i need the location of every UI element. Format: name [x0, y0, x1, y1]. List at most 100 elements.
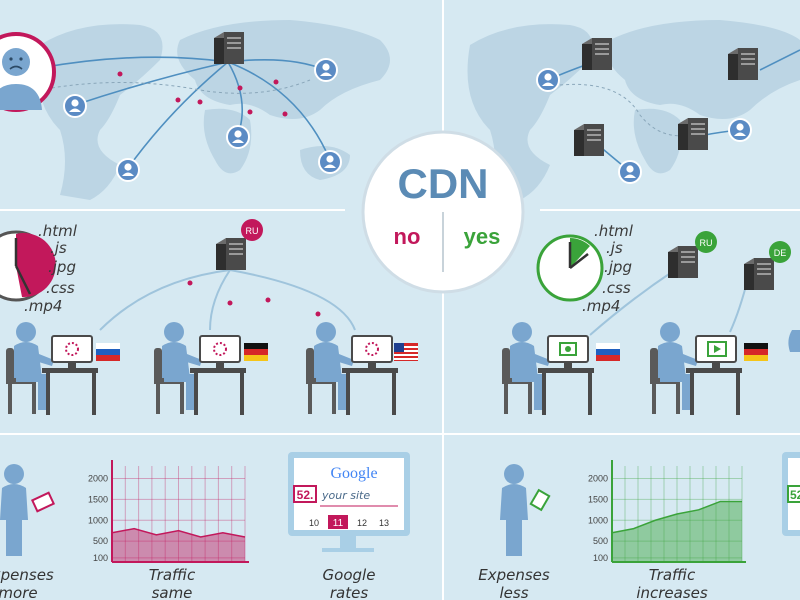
caption: less	[499, 584, 528, 600]
germany-flag-icon	[744, 343, 768, 361]
file-type: .html	[38, 222, 78, 240]
partial-person	[788, 330, 800, 352]
server-badge-label: RU	[246, 226, 259, 236]
server-icon	[582, 38, 612, 70]
server-icon	[668, 246, 698, 278]
y-tick-label: 1500	[588, 494, 608, 504]
file-type-list: .html .js .jpg .css .mp4	[582, 222, 634, 315]
caption: Expenses	[478, 566, 550, 584]
traffic-area	[112, 528, 245, 562]
page-number: 10	[309, 518, 319, 528]
user-icon	[728, 118, 752, 142]
cdn-no-label: no	[394, 224, 421, 249]
caption: more	[0, 584, 38, 600]
user-icon	[536, 68, 560, 92]
russia-flag-icon	[596, 343, 620, 361]
google-logo: Google	[330, 465, 377, 482]
file-type: .mp4	[24, 297, 62, 315]
file-type: .css	[46, 279, 75, 297]
search-rank: 52.	[790, 488, 800, 502]
file-type: .js	[606, 239, 623, 257]
server-badge	[769, 241, 791, 263]
y-tick-label: 100	[93, 553, 108, 563]
y-tick-label: 500	[593, 536, 608, 546]
user-icon	[63, 94, 87, 118]
media-icon	[559, 342, 577, 356]
clock-icon	[0, 230, 56, 302]
bottom-right-panel: Expenses less 100 500 1000 1500 2000 Traffic…	[478, 452, 800, 600]
top-right-map	[467, 20, 800, 200]
user-icon	[618, 160, 642, 184]
file-type: .html	[594, 222, 634, 240]
caption: same	[152, 584, 193, 600]
caption: Google	[323, 566, 376, 584]
user-icon	[116, 158, 140, 182]
y-tick-label: 2000	[88, 474, 108, 484]
y-tick-label: 1500	[88, 494, 108, 504]
file-type: .jpg	[48, 258, 76, 276]
y-tick-label: 500	[93, 536, 108, 546]
germany-flag-icon	[244, 343, 268, 361]
loading-spinner-icon	[365, 342, 379, 356]
server-icon	[678, 118, 708, 150]
middle-left-delivery: .html .js .jpg .css .mp4 RU	[0, 219, 418, 416]
y-tick-label: 2000	[588, 474, 608, 484]
traffic-chart-no-cdn: 100 500 1000 1500 2000	[88, 460, 249, 563]
y-tick-label: 1000	[88, 515, 108, 525]
sad-user-avatar	[0, 32, 56, 112]
bottom-left-panel: Expenses more 100 500 1000 1500 2000 Traffic…	[0, 452, 410, 600]
traffic-line	[611, 500, 742, 534]
search-rank: 52.	[297, 488, 314, 502]
expenses-person-icon	[0, 464, 56, 556]
top-left-map	[0, 20, 390, 200]
page-number: 12	[357, 518, 367, 528]
file-type: .mp4	[582, 297, 620, 315]
cdn-title: CDN	[398, 160, 489, 207]
loading-spinner-icon	[65, 342, 79, 356]
loading-spinner-icon	[213, 342, 227, 356]
server-icon	[728, 48, 758, 80]
y-tick-label: 100	[593, 553, 608, 563]
server-icon	[216, 238, 246, 270]
caption: increases	[636, 584, 708, 600]
video-play-icon	[707, 341, 727, 357]
middle-right-delivery: .html .js .jpg .css .mp4 RU DE	[501, 222, 800, 416]
google-card-partial: 52.	[782, 452, 800, 536]
server-icon	[744, 258, 774, 290]
google-card: Google 52. your site 10 11 12 13	[288, 452, 410, 552]
page-number-selected: 11	[333, 518, 344, 529]
traffic-line	[111, 527, 246, 538]
server-icon	[214, 32, 244, 64]
server-badge-label: RU	[700, 238, 713, 248]
cdn-badge: CDN no yes	[361, 130, 525, 294]
file-type: .jpg	[604, 258, 632, 276]
y-tick-label: 1000	[588, 515, 608, 525]
usa-flag-icon	[394, 343, 418, 361]
file-type: .css	[602, 279, 631, 297]
traffic-chart-with-cdn: 100 500 1000 1500 2000	[588, 460, 746, 563]
russia-flag-icon	[96, 343, 120, 361]
caption: rates	[330, 584, 368, 600]
user-icon	[314, 58, 338, 82]
file-type-list: .html .js .jpg .css .mp4	[24, 222, 78, 315]
desk-user	[501, 321, 595, 416]
server-badge-label: DE	[774, 248, 787, 258]
desk-user	[153, 321, 247, 416]
caption: Traffic	[149, 566, 196, 584]
desk-user	[5, 321, 99, 416]
page-number: 13	[379, 518, 389, 528]
server-badge	[695, 231, 717, 253]
traffic-area	[612, 501, 742, 562]
caption: Expenses	[0, 566, 54, 584]
user-icon	[318, 150, 342, 174]
desk-user	[305, 321, 399, 416]
user-icon	[226, 125, 250, 149]
desk-user	[649, 321, 743, 416]
search-query: your site	[321, 489, 370, 502]
caption: Traffic	[649, 566, 696, 584]
file-type: .js	[50, 239, 67, 257]
expenses-person-icon	[500, 464, 551, 556]
server-icon	[574, 124, 604, 156]
